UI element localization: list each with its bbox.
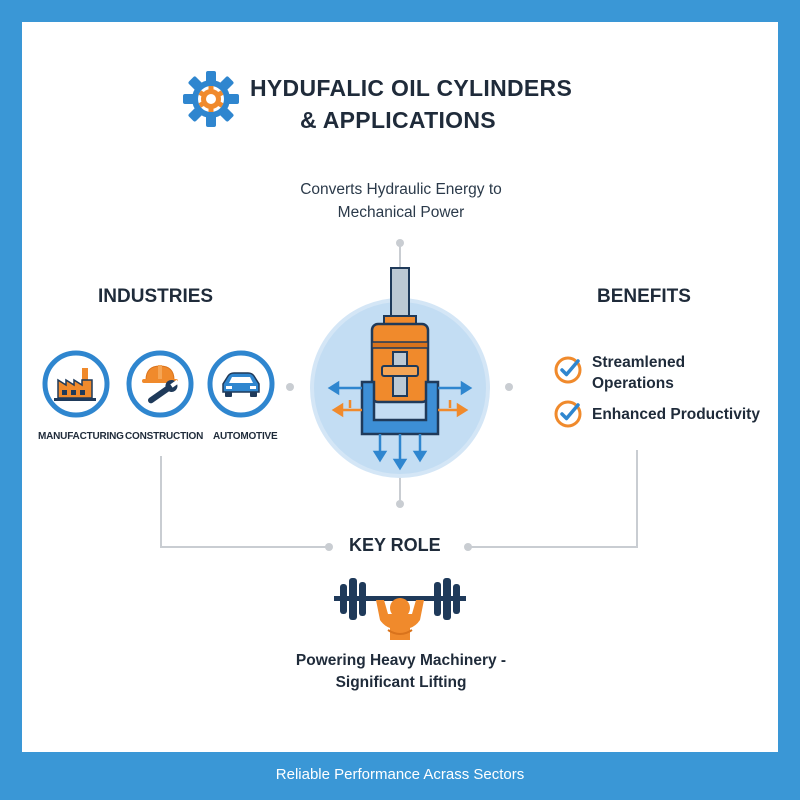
connector-dot-top xyxy=(396,239,404,247)
benefit-label-streamlened-operations: Streamlened Operations xyxy=(592,354,686,392)
connector-dot-keyrole-left xyxy=(325,543,333,551)
industry-label-construction: CONSTRUCTION xyxy=(125,431,204,442)
gear-icon xyxy=(183,71,239,127)
connector-dot-keyrole-right xyxy=(464,543,472,551)
center-subtitle: Converts Hydraulic Energy to Mechanical … xyxy=(300,181,502,221)
hydraulic-cylinder-icon xyxy=(310,267,490,478)
connector-industries-across xyxy=(160,546,328,548)
benefit-label-enhanced-productivity: Enhanced Productivity xyxy=(592,406,760,423)
check-circle-icon xyxy=(554,356,582,384)
connector-benefits-across xyxy=(470,546,638,548)
page-title: HYDUFALIC OIL CYLINDERS & APPLICATIONS xyxy=(250,72,630,136)
connector-top xyxy=(399,244,401,274)
hardhat-wrench-icon xyxy=(126,350,194,418)
connector-dot-right xyxy=(505,383,513,391)
title-line-1: HYDUFALIC OIL CYLINDERS xyxy=(250,75,573,101)
footer-text: Reliable Performance Acrass Sectors xyxy=(275,766,525,783)
benefits-heading: BENEFITS xyxy=(597,286,691,307)
key-role-heading: KEY ROLE xyxy=(349,535,441,555)
factory-icon xyxy=(42,350,110,418)
industries-heading: INDUSTRIES xyxy=(98,286,214,307)
weightlifter-icon xyxy=(334,578,466,640)
title-line-2: & APPLICATIONS xyxy=(300,107,496,133)
connector-bottom xyxy=(399,468,401,504)
industry-label-automotive: AUTOMOTIVE xyxy=(213,431,278,442)
connector-dot-bottom xyxy=(396,500,404,508)
connector-dot-left xyxy=(286,383,294,391)
industry-label-manufacturing: MANUFACTURING xyxy=(38,431,124,442)
connector-industries-down xyxy=(160,456,162,548)
car-icon xyxy=(207,350,275,418)
key-role-description: Powering Heavy Machinery - Significant L… xyxy=(295,652,507,691)
check-circle-icon xyxy=(554,400,582,428)
connector-benefits-down xyxy=(636,450,638,548)
